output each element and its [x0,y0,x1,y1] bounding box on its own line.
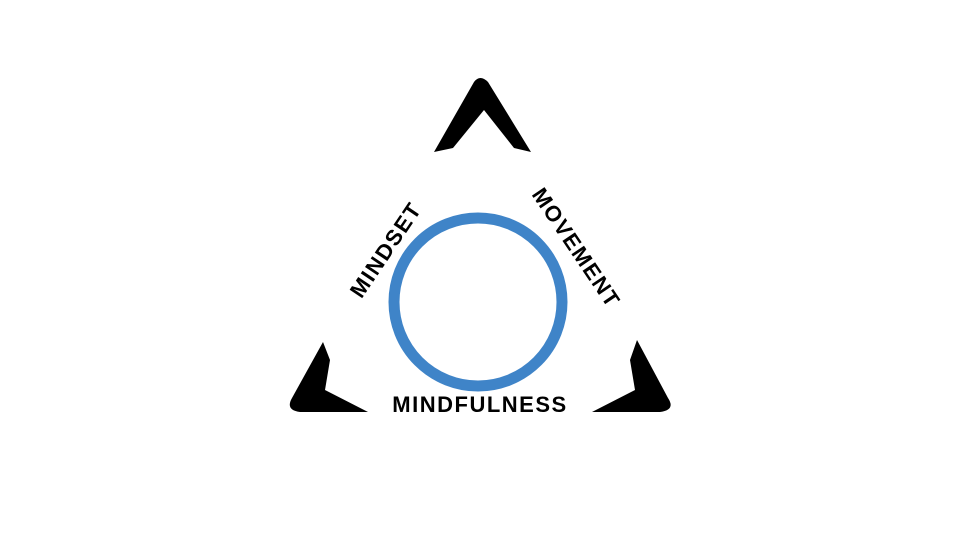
top-corner-arrow [434,78,531,152]
label-mindfulness: MINDFULNESS [392,392,567,417]
bottom-left-corner-arrow [289,342,368,412]
center-ring [388,212,568,392]
bottom-right-corner-arrow [592,340,671,412]
